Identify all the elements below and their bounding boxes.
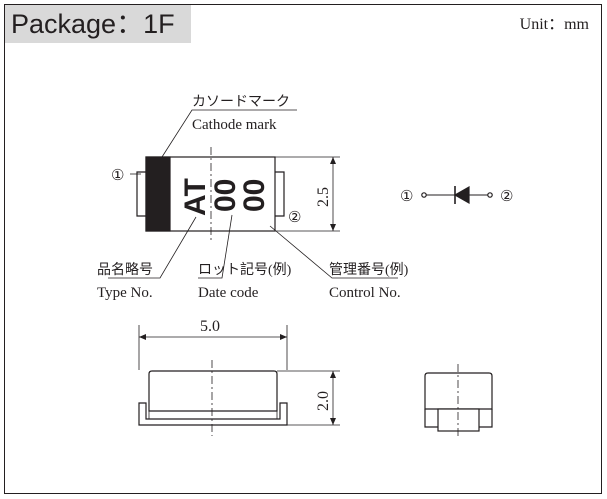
cathode-label-en: Cathode mark [192,117,277,133]
pin2-top-label: ② [288,210,301,226]
diode-node-1 [421,192,427,198]
dim-2-0-label: 2.0 [315,391,332,411]
marking-type-no: AT [179,178,212,216]
control-label-en: Control No. [329,285,401,301]
pin2-symbol-label: ② [500,189,513,205]
pin1-symbol-label: ① [400,189,413,205]
date-label-en: Date code [198,285,259,301]
type-leader [108,216,197,279]
diode-triangle [453,185,470,205]
date-leader [198,214,233,279]
end-view-body [424,372,493,410]
dim-2-5-label: 2.5 [315,187,332,207]
left-terminal [136,171,146,217]
drawing-frame [4,4,602,494]
cathode-label-jp: カソードマーク [192,94,290,110]
marking-date-code: 00 [209,179,242,212]
unit-label: Unit：mm [519,16,589,33]
package-title: Package：1F [5,5,191,43]
type-label-jp: 品名略号 [97,262,153,278]
control-leader [269,225,398,279]
diode-node-2 [487,192,493,198]
side-view-leads [138,402,288,426]
end-view-lead [437,408,480,432]
pin1-top-label: ① [111,168,124,184]
right-terminal [275,171,285,217]
marking-control-no: 00 [238,179,271,212]
cathode-leader [161,109,297,158]
type-label-en: Type No. [97,285,153,301]
dim-5-0-label: 5.0 [200,318,220,335]
side-view-body [148,370,278,412]
cathode-band [145,156,171,232]
date-label-jp: ロット記号(例) [198,261,292,278]
control-label-jp: 管理番号(例) [329,262,409,278]
